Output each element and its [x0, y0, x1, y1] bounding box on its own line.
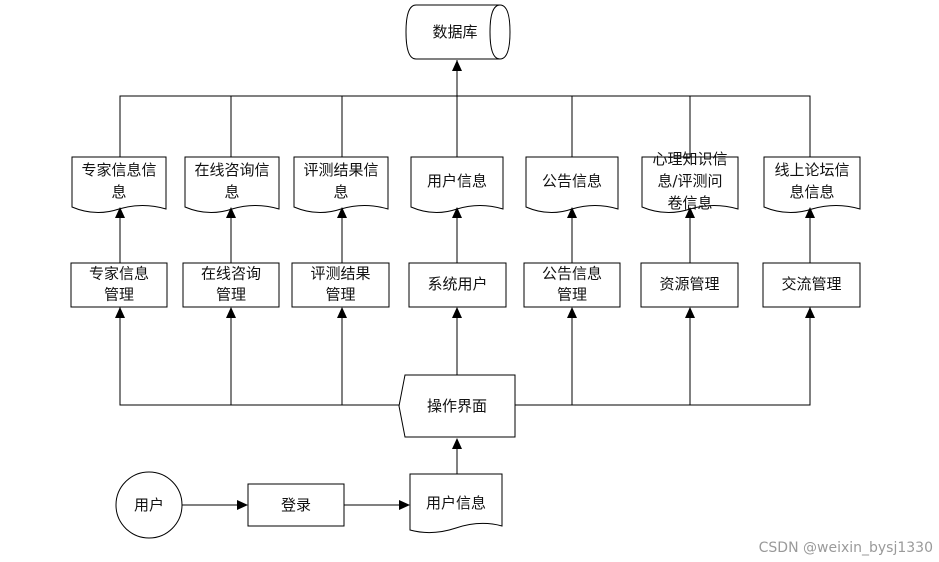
module-node: 交流管理	[762, 262, 861, 308]
document-node: 公告信息	[525, 156, 619, 213]
bus-module-arrow	[337, 307, 347, 318]
node-text-line: 心理知识信	[652, 150, 727, 168]
node-text-line: 专家信息	[89, 265, 149, 283]
node-text-line: 管理	[104, 286, 134, 304]
watermark: CSDN @weixin_bysj1330	[758, 540, 933, 556]
database-node: 数据库	[405, 4, 511, 60]
node-text-line: 息/评测问	[657, 172, 722, 190]
node-text-line: 卷信息	[667, 194, 712, 212]
user-label: 用户	[134, 496, 164, 514]
database-label: 数据库	[432, 23, 477, 41]
interface-label: 操作界面	[427, 397, 487, 415]
node-text-line: 专家信息信	[81, 161, 156, 179]
node-text-line: 线上论坛信	[774, 161, 849, 179]
node-text-line: 公告信息	[542, 172, 602, 190]
interface-bus-right	[515, 307, 811, 406]
module-doc-arrow	[337, 207, 347, 218]
node-text-line: 评测结果信	[303, 161, 378, 179]
node-text-line: 管理	[325, 286, 355, 304]
module-node: 资源管理	[640, 262, 739, 308]
node-text-line: 公告信息	[542, 265, 602, 283]
node-text-line: 交流管理	[781, 275, 841, 293]
module-row: 专家信息管理在线咨询管理评测结果管理系统用户公告信息管理资源管理交流管理	[70, 262, 861, 308]
login-info-arrow	[399, 500, 410, 510]
module-doc-arrow	[805, 207, 815, 218]
document-node: 用户信息	[410, 156, 504, 213]
node-text-line: 管理	[557, 286, 587, 304]
bus-module-arrow	[567, 307, 577, 318]
node-text-line: 在线咨询	[201, 265, 261, 283]
node-text-line: 息信息	[789, 183, 834, 201]
interface-node: 操作界面	[398, 374, 516, 438]
node-text-line: 系统用户	[427, 275, 487, 293]
document-row: 专家信息信息在线咨询信息评测结果信息用户信息公告信息心理知识信息/评测问卷信息线…	[71, 150, 861, 213]
bus-module-arrow	[685, 307, 695, 318]
user-login-arrow	[237, 500, 248, 510]
node-text-line: 息	[111, 183, 126, 201]
module-doc-arrow	[567, 207, 577, 218]
bus-module-arrow	[805, 307, 815, 318]
module-doc-arrow	[115, 207, 125, 218]
user-info-label: 用户信息	[426, 494, 486, 512]
node-text-line: 用户信息	[427, 172, 487, 190]
login-label: 登录	[281, 496, 311, 514]
info-interface-arrow	[452, 438, 462, 449]
user-node: 用户	[115, 471, 183, 539]
interface-bus-left	[119, 307, 405, 406]
login-node: 登录	[247, 483, 345, 527]
node-text-line: 资源管理	[659, 275, 719, 293]
node-text-line: 息	[333, 183, 348, 201]
node-text-line: 管理	[216, 286, 246, 304]
top-bus-line	[119, 95, 811, 163]
user-info-node: 用户信息	[409, 473, 503, 534]
node-text-line: 在线咨询信	[194, 161, 269, 179]
node-text-line: 评测结果	[310, 265, 370, 283]
bus-module-arrow	[226, 307, 236, 318]
bus-module-arrow	[452, 307, 462, 318]
node-text-line: 息	[224, 183, 239, 201]
module-doc-arrow	[685, 207, 695, 218]
module-doc-arrow	[226, 207, 236, 218]
db-arrow	[452, 60, 462, 71]
module-node: 系统用户	[408, 262, 507, 308]
module-doc-arrow	[452, 207, 462, 218]
bus-module-arrow	[115, 307, 125, 318]
